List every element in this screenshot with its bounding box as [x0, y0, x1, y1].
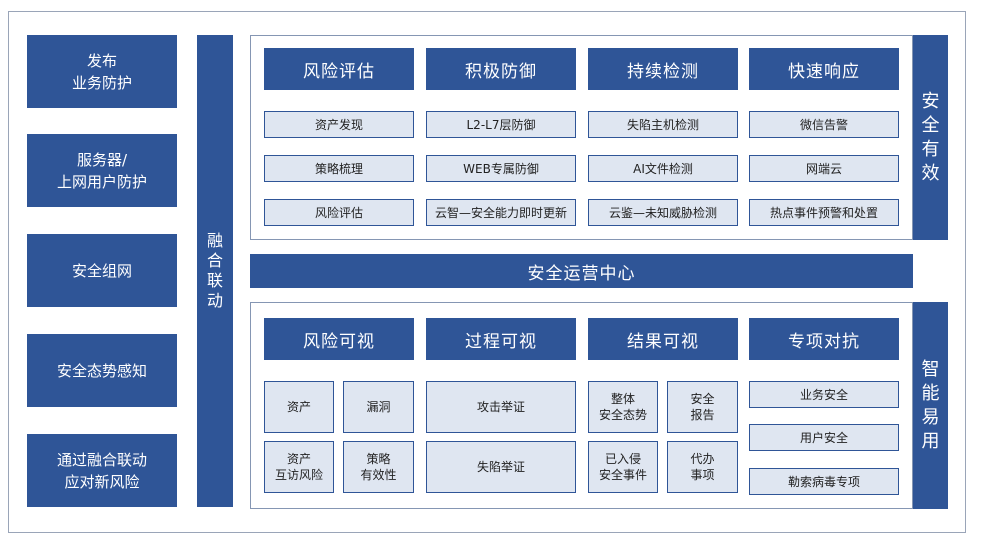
- bottom-header-risk-visible: 风险可视: [264, 318, 414, 360]
- intelligent-easy-bar: 智 能 易 用: [913, 302, 948, 509]
- top-item: 微信告警: [749, 111, 899, 138]
- special-item: 业务安全: [749, 381, 899, 408]
- top-item: WEB专属防御: [426, 155, 576, 182]
- bottom-header-result-visible: 结果可视: [588, 318, 738, 360]
- process-visible-item: 失陷举证: [426, 441, 576, 493]
- security-operations-center: 安全运营中心: [250, 254, 913, 288]
- security-effective-label: 安 全 有 效: [921, 90, 940, 184]
- left-box-fusion-new-risk: 通过融合联动 应对新风险: [27, 434, 177, 507]
- security-effective-bar: 安 全 有 效: [913, 35, 948, 240]
- bottom-header-process-visible: 过程可视: [426, 318, 576, 360]
- bottom-header-special-confrontation: 专项对抗: [749, 318, 899, 360]
- intelligent-easy-label: 智 能 易 用: [921, 358, 940, 452]
- fusion-linkage-label: 融 合 联 动: [206, 231, 223, 310]
- left-box-security-networking: 安全组网: [27, 234, 177, 307]
- left-box-server-user-protection: 服务器/ 上网用户防护: [27, 134, 177, 207]
- risk-visible-item: 漏洞: [343, 381, 414, 433]
- top-item: 网端云: [749, 155, 899, 182]
- top-item: L2-L7层防御: [426, 111, 576, 138]
- special-item: 用户安全: [749, 424, 899, 451]
- result-visible-item: 代办 事项: [667, 441, 738, 493]
- top-header-active-defense: 积极防御: [426, 48, 576, 90]
- result-visible-item: 整体 安全态势: [588, 381, 658, 433]
- top-item: 云鉴—未知威胁检测: [588, 199, 738, 226]
- top-item: 云智—安全能力即时更新: [426, 199, 576, 226]
- top-item: 风险评估: [264, 199, 414, 226]
- top-item: AI文件检测: [588, 155, 738, 182]
- top-header-risk-assessment: 风险评估: [264, 48, 414, 90]
- process-visible-item: 攻击举证: [426, 381, 576, 433]
- risk-visible-item: 资产: [264, 381, 334, 433]
- special-item: 勒索病毒专项: [749, 468, 899, 495]
- top-header-continuous-detection: 持续检测: [588, 48, 738, 90]
- top-item: 策略梳理: [264, 155, 414, 182]
- risk-visible-item: 资产 互访风险: [264, 441, 334, 493]
- top-item: 资产发现: [264, 111, 414, 138]
- top-header-rapid-response: 快速响应: [749, 48, 899, 90]
- left-box-situation-awareness: 安全态势感知: [27, 334, 177, 407]
- fusion-linkage-bar: 融 合 联 动: [197, 35, 233, 507]
- top-item: 热点事件预警和处置: [749, 199, 899, 226]
- result-visible-item: 已入侵 安全事件: [588, 441, 658, 493]
- result-visible-item: 安全 报告: [667, 381, 738, 433]
- top-item: 失陷主机检测: [588, 111, 738, 138]
- risk-visible-item: 策略 有效性: [343, 441, 414, 493]
- left-box-release-protection: 发布 业务防护: [27, 35, 177, 108]
